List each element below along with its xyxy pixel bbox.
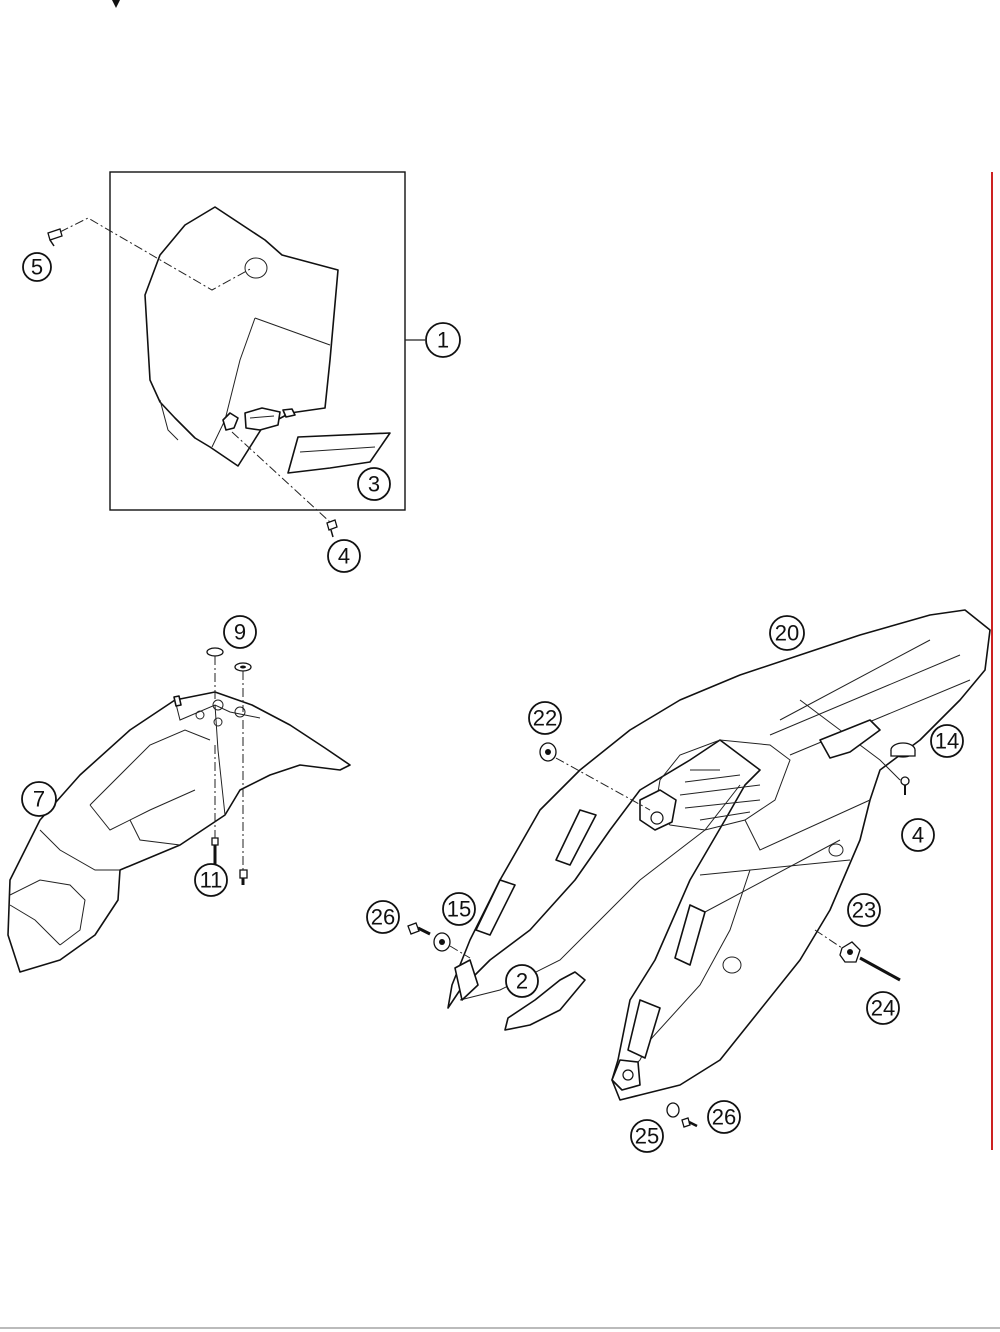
leader-22 bbox=[555, 757, 651, 811]
callout-4-upper-label: 4 bbox=[338, 544, 350, 569]
callout-14-label: 14 bbox=[935, 729, 959, 754]
washer-part-25 bbox=[666, 1102, 680, 1118]
leader-5 bbox=[59, 217, 253, 291]
callout-15: 15 bbox=[442, 892, 476, 926]
screw-part-4-lower bbox=[900, 776, 910, 795]
nut-part-22 bbox=[539, 742, 557, 762]
number-plate-part bbox=[144, 206, 339, 467]
callout-4-upper: 4 bbox=[327, 539, 361, 573]
callout-7: 7 bbox=[21, 781, 57, 817]
callout-1: 1 bbox=[425, 322, 461, 358]
front-fender-part bbox=[7, 691, 351, 973]
nut-part-15 bbox=[433, 932, 451, 952]
washer-part-9 bbox=[206, 647, 252, 672]
screw-part-24 bbox=[859, 956, 901, 982]
callout-7-label: 7 bbox=[33, 787, 45, 812]
callout-4-lower: 4 bbox=[901, 818, 935, 852]
callout-11-label: 11 bbox=[200, 868, 223, 893]
leader-15 bbox=[449, 945, 471, 959]
callout-23: 23 bbox=[847, 893, 881, 927]
decal-part-3 bbox=[287, 432, 391, 474]
callout-3-label: 3 bbox=[368, 472, 380, 497]
callout-11: 11 bbox=[194, 863, 228, 897]
callout-24-label: 24 bbox=[871, 996, 895, 1021]
callout-22-label: 22 bbox=[533, 706, 557, 731]
callout-20-label: 20 bbox=[775, 621, 799, 646]
screw-part-5 bbox=[47, 228, 63, 247]
rear-fender-part bbox=[447, 609, 991, 1101]
nut-part-23 bbox=[839, 941, 861, 963]
screw-part-4-upper bbox=[326, 519, 338, 538]
decal-part-2 bbox=[504, 971, 586, 1031]
leader-23 bbox=[814, 929, 843, 949]
callout-24: 24 bbox=[866, 991, 900, 1025]
grommet-part-14 bbox=[890, 742, 916, 758]
callout-9-label: 9 bbox=[234, 620, 246, 645]
callout-15-label: 15 bbox=[447, 897, 471, 922]
callout-25-label: 25 bbox=[635, 1124, 659, 1149]
callout-9: 9 bbox=[223, 615, 257, 649]
number-plate-group-box bbox=[109, 171, 406, 511]
top-mark bbox=[112, 0, 120, 8]
bolt-part-11 bbox=[211, 837, 248, 885]
callout-1-label: 1 bbox=[437, 328, 449, 353]
callout-2: 2 bbox=[505, 964, 539, 998]
leader-4-upper bbox=[231, 431, 331, 523]
callout-26-bottom-label: 26 bbox=[712, 1105, 736, 1130]
callout-20: 20 bbox=[769, 615, 805, 651]
callout-25: 25 bbox=[630, 1119, 664, 1153]
callout-2-label: 2 bbox=[516, 969, 528, 994]
callout-3: 3 bbox=[357, 467, 391, 501]
callout-5-label: 5 bbox=[31, 255, 43, 280]
callout-22: 22 bbox=[528, 701, 562, 735]
screw-part-26-left bbox=[407, 922, 431, 936]
callout-4-lower-label: 4 bbox=[912, 823, 924, 848]
callout-26-left: 26 bbox=[366, 900, 400, 934]
callout-5: 5 bbox=[22, 252, 52, 282]
callout-23-label: 23 bbox=[852, 898, 876, 923]
callout-26-left-label: 26 bbox=[371, 905, 395, 930]
callout-26-bottom: 26 bbox=[707, 1100, 741, 1134]
screw-part-26-bottom bbox=[681, 1117, 698, 1128]
callout-14: 14 bbox=[930, 724, 964, 758]
